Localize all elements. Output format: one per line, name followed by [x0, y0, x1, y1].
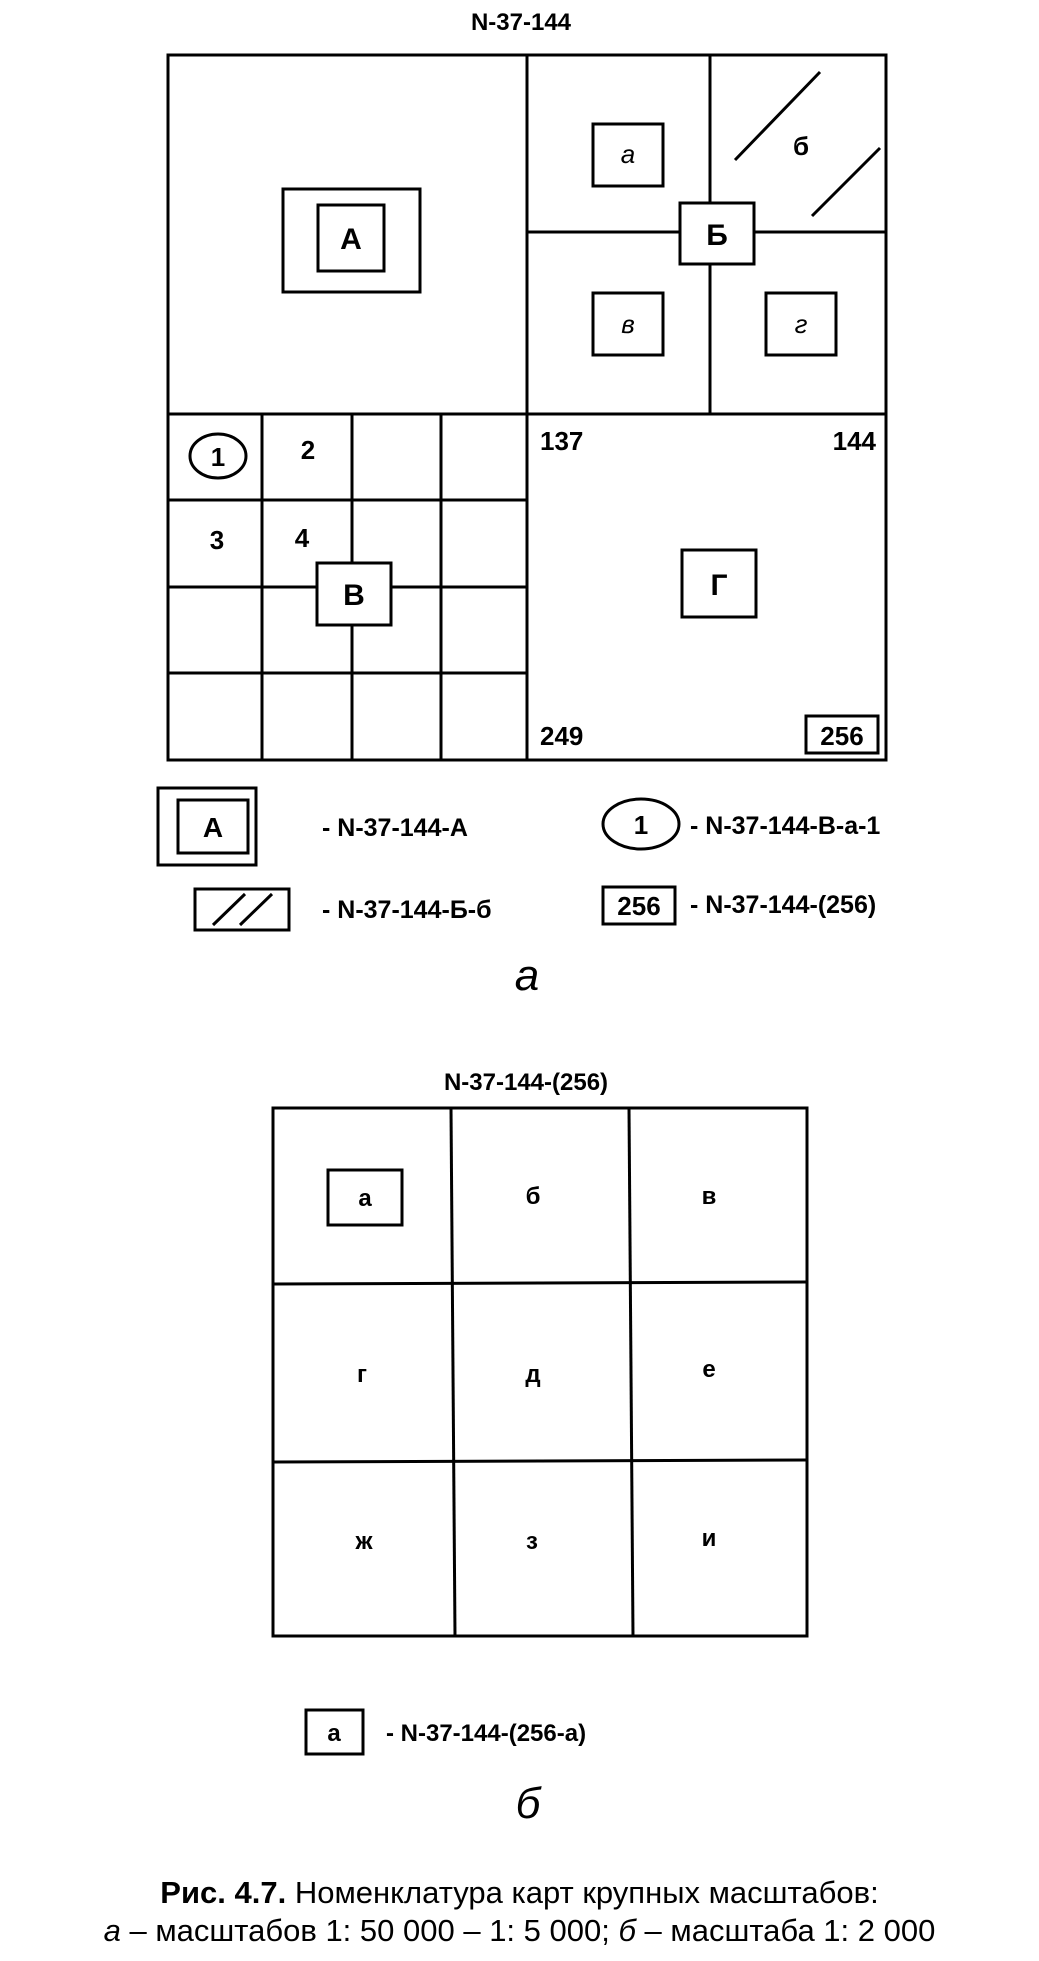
- svg-text:256: 256: [820, 721, 863, 751]
- legend-text-circle: - N-37-144-В-а-1: [690, 812, 880, 840]
- svg-text:А: А: [203, 812, 223, 843]
- subsheet-v-label: в: [621, 309, 635, 339]
- caption-line-2: а – масштабов 1: 50 000 – 1: 5 000; б – …: [0, 1912, 1039, 1950]
- corner-number-249: 249: [540, 721, 583, 751]
- caption-b-letter: б: [618, 1913, 636, 1948]
- legend-a: А - N-37-144-А 1 - N-37-144-В-а-1 - N-37…: [156, 786, 880, 932]
- caption-a-letter: а: [103, 1913, 121, 1948]
- svg-text:1: 1: [211, 442, 225, 472]
- diagram-b-title: N-37-144-(256): [444, 1069, 608, 1096]
- grid-cell-3: 3: [210, 525, 224, 555]
- legend-b-box: [304, 1708, 365, 1756]
- caption-line-1: Рис. 4.7. Номенклатура карт крупных масш…: [0, 1874, 1039, 1912]
- figure-label: Рис. 4.7.: [160, 1875, 287, 1910]
- grid-cell-4: 4: [295, 523, 310, 553]
- corner-number-256: 256: [804, 714, 880, 755]
- legend-b: а - N-37-144-(256-а): [304, 1708, 586, 1756]
- panel-letter-a: а: [515, 951, 539, 1000]
- subsheet-a-label: а: [621, 139, 635, 169]
- legend-b-box-label: а: [327, 1720, 341, 1747]
- cell-1: а: [358, 1185, 372, 1212]
- diagram-a: N-37-144 А а: [156, 9, 888, 1000]
- quadrant-a-marker: А: [281, 187, 422, 294]
- quadrant-b-marker: Б: [678, 201, 756, 266]
- legend-text-hatch: - N-37-144-Б-б: [322, 896, 492, 924]
- svg-text:256: 256: [617, 891, 660, 921]
- legend-circle-1: 1: [601, 797, 681, 851]
- legend-hatch-box: [193, 887, 291, 932]
- quadrant-g-label: Г: [710, 569, 727, 602]
- subsheet-v-marker: в: [591, 291, 665, 357]
- sheet-256-frame: [271, 1106, 809, 1638]
- corner-number-144: 144: [833, 426, 877, 456]
- subsheet-a-marker: а: [591, 122, 665, 188]
- caption-b-text: – масштаба 1: 2 000: [644, 1913, 936, 1948]
- caption-title: Номенклатура карт крупных масштабов:: [294, 1875, 879, 1910]
- panel-letter-b: б: [516, 1779, 543, 1828]
- cell-7: ж: [354, 1528, 373, 1555]
- grid-cell-2: 2: [301, 435, 315, 465]
- cell-4: г: [357, 1361, 367, 1388]
- quadrant-v-label: В: [343, 579, 365, 612]
- corner-number-137: 137: [540, 426, 583, 456]
- svg-text:1: 1: [634, 810, 648, 840]
- legend-text-a: - N-37-144-А: [322, 814, 468, 842]
- quadrant-b-label: Б: [706, 219, 728, 252]
- quadrant-v-marker: В: [315, 561, 393, 627]
- sheet-256-grid: [272, 1107, 808, 1637]
- legend-text-256: - N-37-144-(256): [690, 891, 876, 919]
- caption-a-text: – масштабов 1: 50 000 – 1: 5 000;: [129, 1913, 610, 1948]
- subsheet-g-label: г: [795, 309, 808, 339]
- grid-cell-1: 1: [188, 432, 248, 480]
- cell-9: и: [702, 1525, 717, 1552]
- quadrant-a-label: А: [340, 223, 362, 256]
- cell-2: б: [526, 1183, 541, 1210]
- cell-3: в: [702, 1183, 717, 1210]
- legend-b-text: - N-37-144-(256-а): [386, 1720, 586, 1747]
- legend-box-256: 256: [601, 885, 677, 926]
- cell-8: з: [526, 1528, 538, 1555]
- diagram-b: N-37-144-(256) а б в г д е ж з и а - N-3…: [271, 1069, 809, 1828]
- cell-6: е: [702, 1356, 715, 1383]
- cell-a-marker: [326, 1168, 404, 1227]
- legend-box-a: А: [156, 786, 258, 867]
- subsheet-g-marker: г: [764, 291, 838, 357]
- subsheet-b-hatch: б: [733, 70, 882, 218]
- diagram-a-title: N-37-144: [471, 9, 572, 36]
- cell-5: д: [525, 1361, 540, 1388]
- quadrant-g-marker: Г: [680, 548, 758, 619]
- subsheet-b-label: б: [793, 131, 809, 161]
